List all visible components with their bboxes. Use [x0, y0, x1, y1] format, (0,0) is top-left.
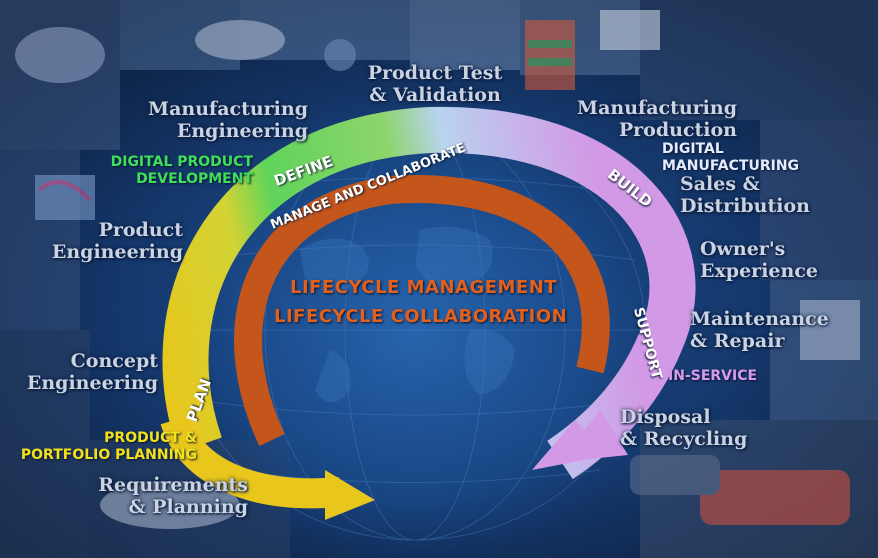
category-in-service: IN-SERVICE [668, 368, 758, 384]
stage-maintenance-repair: Maintenance& Repair [690, 308, 829, 352]
center-line-2: LIFECYCLE COLLABORATION [274, 306, 568, 327]
stage-requirements-planning: Requirements& Planning [98, 474, 248, 518]
category-product-portfolio-planning: PRODUCT &PORTFOLIO PLANNING [20, 430, 197, 463]
stage-sales-distribution: Sales &Distribution [680, 173, 810, 217]
stage-disposal-recycling: Disposal& Recycling [620, 406, 748, 450]
stage-product-test: Product Test& Validation [367, 62, 503, 106]
center-line-1: LIFECYCLE MANAGEMENT [290, 277, 558, 298]
